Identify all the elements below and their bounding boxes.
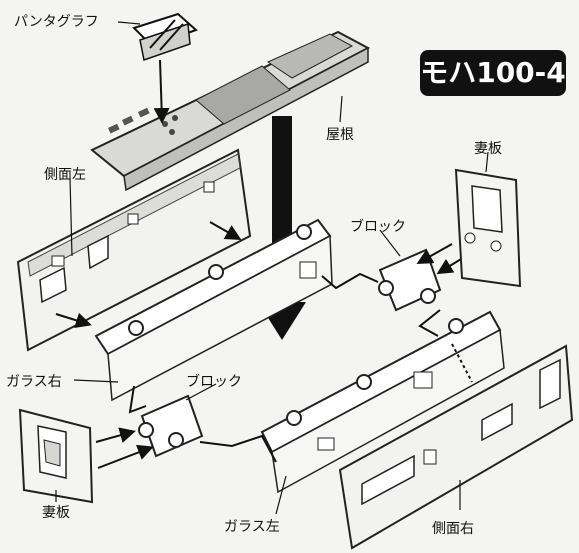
- side-right-panel: [338, 344, 574, 550]
- label-side-right: 側面右: [432, 521, 474, 537]
- label-block-right: ブロック: [350, 219, 406, 235]
- roof-part: [90, 30, 371, 192]
- glass-left-part: [260, 310, 505, 494]
- label-glass-left: ガラス左: [224, 519, 280, 535]
- end-plate-bottom-part: [18, 408, 94, 504]
- label-pantograph: パンタグラフ: [14, 14, 99, 30]
- label-end-plate-bottom: 妻板: [42, 505, 70, 521]
- end-plate-top-part: [454, 168, 522, 288]
- block-left-part: [138, 394, 204, 458]
- label-side-left: 側面左: [44, 167, 86, 183]
- pantograph-part: [132, 12, 198, 61]
- side-left-panel: [16, 148, 252, 352]
- label-roof: 屋根: [326, 127, 354, 143]
- model-badge: モハ100-4: [420, 50, 566, 96]
- label-glass-right: ガラス右: [6, 374, 62, 390]
- label-block-left: ブロック: [186, 374, 242, 390]
- label-end-plate-top: 妻板: [474, 141, 502, 157]
- block-right-part: [378, 248, 442, 312]
